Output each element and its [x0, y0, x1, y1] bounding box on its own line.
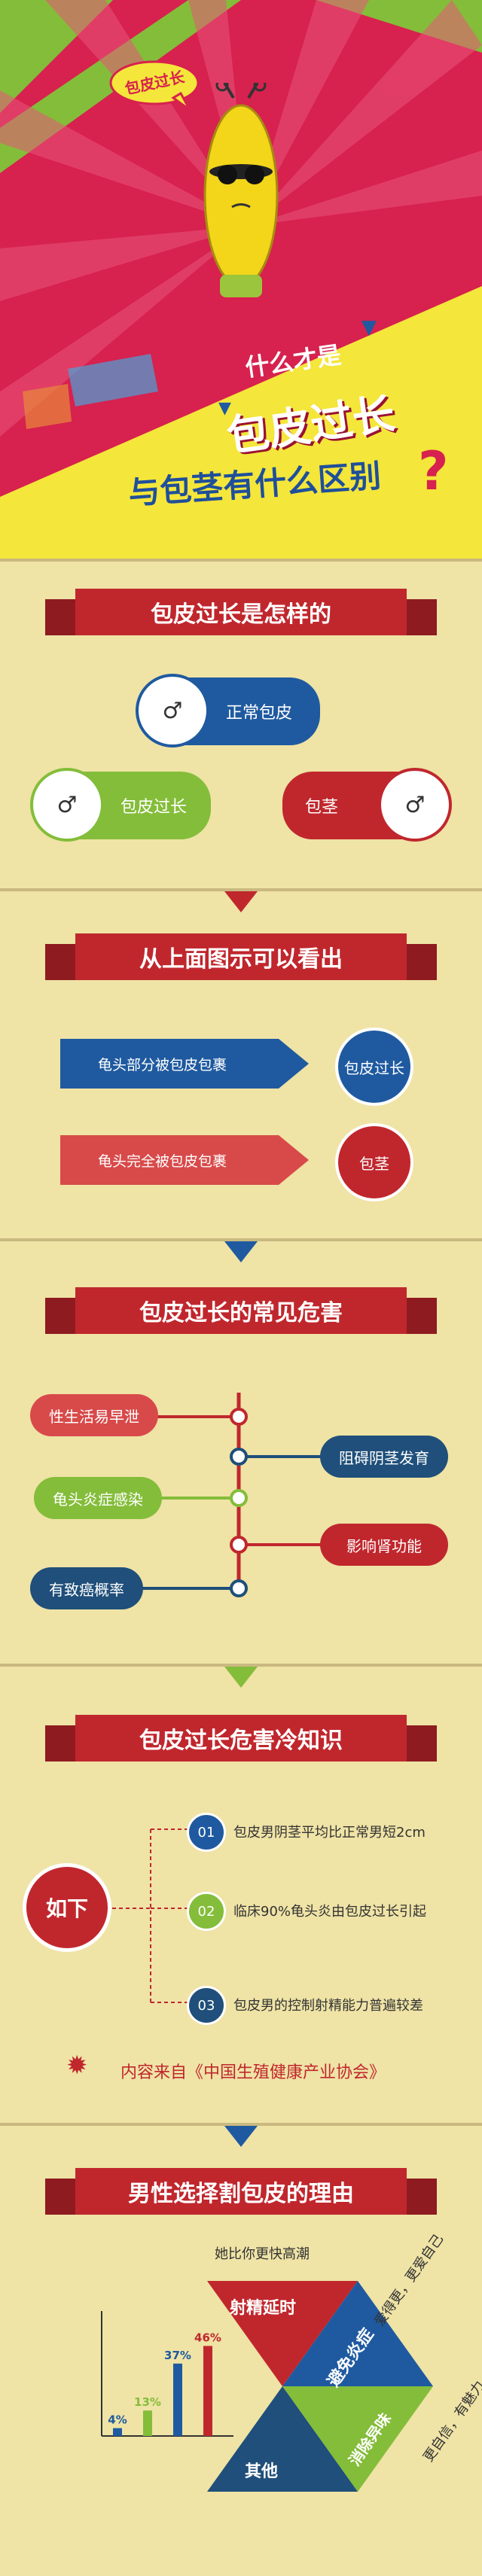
knowledge-text-2: 临床90%龟头炎由包皮过长引起 [233, 1904, 427, 1920]
normal-foreskin-label: 正常包皮 [226, 704, 293, 723]
section-arrow-icon [224, 2126, 258, 2147]
row2-circle-text: 包茎 [359, 1154, 389, 1173]
section-arrow-icon [224, 891, 258, 912]
knowledge-num-3-text: 03 [197, 1997, 215, 2014]
harm-left-1: 性生活易早泄 [30, 1394, 158, 1436]
knowledge-center-text: 如下 [45, 1896, 88, 1921]
section3-ribbon: 包皮过长的常见危害 [45, 1287, 437, 1334]
normal-foreskin-icon: ♂ [136, 674, 209, 748]
bar-3 [173, 2363, 182, 2436]
bar-label-1: 4% [108, 2413, 127, 2427]
knowledge-num-2: 02 [187, 1892, 226, 1931]
row2-arrow: 龟头完全被包皮包裹 [60, 1135, 309, 1185]
long-foreskin-pill: ♂ 包皮过长 [30, 768, 211, 842]
section1-ribbon: 包皮过长是怎样的 [45, 589, 437, 635]
long-foreskin-label: 包皮过长 [120, 798, 188, 817]
bar-label-3: 37% [164, 2349, 191, 2362]
phimosis-pill: 包茎 ♂ [282, 768, 452, 842]
source-note: 内容来自《中国生殖健康产业协会》 [120, 2063, 386, 2082]
section5-ribbon: 男性选择割包皮的理由 [45, 2168, 437, 2215]
long-foreskin-icon: ♂ [30, 768, 104, 842]
arrow-down-icon: ▼ [362, 316, 377, 339]
harm-right-2-text: 影响肾功能 [346, 1536, 422, 1555]
knowledge-num-2-text: 02 [197, 1903, 215, 1920]
section-arrow-icon [224, 1241, 258, 1262]
hero-badge: 包皮过长 [105, 59, 203, 111]
harm-left-3-text: 有致癌概率 [49, 1580, 124, 1599]
knowledge-connectors [105, 1828, 188, 2003]
arrow-down-icon: ▼ [218, 399, 231, 418]
phimosis-icon: ♂ [378, 768, 452, 842]
tri-bottom-label: 其他 [245, 2462, 279, 2481]
phimosis-label: 包茎 [305, 798, 339, 817]
percent-bar-chart: 4% 13% 37%46% [101, 2311, 233, 2437]
bar-2 [143, 2410, 152, 2436]
row2-circle: 包茎 [335, 1123, 413, 1201]
normal-foreskin-pill: ♂ 正常包皮 [136, 674, 320, 748]
starburst-icon: ✹ [66, 2051, 88, 2081]
harm-right-2: 影响肾功能 [320, 1524, 448, 1566]
row1-text: 龟头部分被包皮包裹 [98, 1057, 227, 1073]
mascot [188, 78, 294, 301]
section5-title: 男性选择割包皮的理由 [75, 2168, 407, 2215]
hero-question-mark-2: ? [418, 440, 449, 502]
section-arrow-icon [224, 1667, 258, 1688]
harm-left-2-text: 龟头炎症感染 [53, 1490, 143, 1509]
section1-title: 包皮过长是怎样的 [75, 589, 407, 635]
section4-title: 包皮过长危害冷知识 [75, 1715, 407, 1761]
timeline-lines [139, 1393, 324, 1597]
harm-right-1-text: 阻碍阴茎发育 [339, 1448, 429, 1467]
bar-label-2: 13% [134, 2395, 161, 2409]
row1-circle-text: 包皮过长 [344, 1058, 404, 1077]
row1-arrow: 龟头部分被包皮包裹 [60, 1039, 309, 1089]
bar-label-4: 46% [194, 2331, 221, 2344]
hero-banner: 包皮过长 什么才是 包皮过长 ? 与包茎有什么区别 ? ▼ ▼ [0, 0, 482, 559]
knowledge-text-1: 包皮男阴茎平均比正常男短2cm [233, 1825, 426, 1841]
row2-text: 龟头完全被包皮包裹 [98, 1153, 227, 1170]
section4-ribbon: 包皮过长危害冷知识 [45, 1715, 437, 1761]
harm-right-1: 阻碍阴茎发育 [320, 1436, 448, 1478]
knowledge-num-1: 01 [187, 1813, 226, 1852]
harm-left-3: 有致癌概率 [30, 1567, 143, 1609]
note-top: 她比你更快高潮 [215, 2246, 310, 2262]
section2-ribbon: 从上面图示可以看出 [45, 933, 437, 980]
reasons-triangles [207, 2281, 433, 2492]
harm-left-2: 龟头炎症感染 [34, 1477, 162, 1519]
hero-question-mark: ? [422, 354, 470, 450]
bar-1 [113, 2428, 122, 2436]
knowledge-num-1-text: 01 [197, 1824, 215, 1841]
knowledge-num-3: 03 [187, 1986, 226, 2025]
bar-4 [203, 2346, 212, 2436]
hero-background [0, 0, 482, 559]
knowledge-text-3: 包皮男的控制射精能力普遍较差 [233, 1998, 423, 2014]
knowledge-center-circle: 如下 [23, 1863, 111, 1952]
harm-left-1-text: 性生活易早泄 [49, 1407, 139, 1426]
tri-top-label: 射精延时 [230, 2299, 297, 2318]
section2-title: 从上面图示可以看出 [75, 933, 407, 980]
row1-circle: 包皮过长 [335, 1028, 413, 1106]
section3-title: 包皮过长的常见危害 [75, 1287, 407, 1334]
